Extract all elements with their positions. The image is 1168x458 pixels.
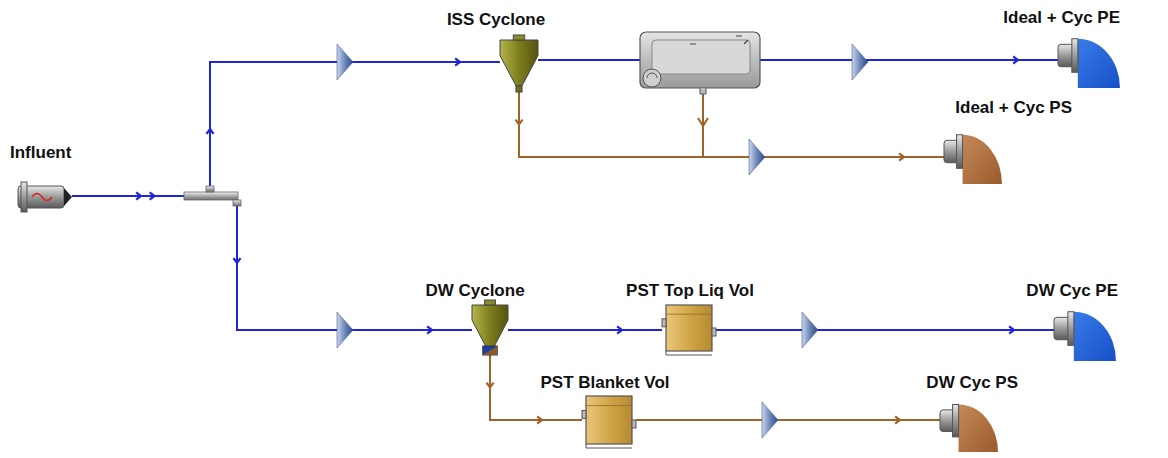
- pe-icon: [1054, 305, 1116, 361]
- unit-label: Influent: [10, 143, 71, 163]
- feed-icon: [18, 182, 72, 212]
- flow-line: [72, 196, 472, 330]
- flow-chevron: [895, 416, 900, 423]
- ps-icon: [940, 398, 998, 452]
- flow-chevron: [1013, 56, 1018, 63]
- cycdw-icon: [472, 305, 508, 355]
- unit-label: Ideal + Cyc PS: [955, 98, 1072, 118]
- flow-line: [716, 329, 1054, 331]
- pipe-tee-stub: [206, 186, 214, 192]
- flow-chevron: [233, 258, 240, 263]
- ps-icon: [944, 128, 1002, 184]
- tank-unit: PST Top Liq Vol: [662, 305, 716, 351]
- effluent-outlet: DW Cyc PE: [1054, 305, 1116, 361]
- flow-line: [636, 419, 940, 421]
- pipe-tee-stub: [233, 200, 241, 206]
- flow-chevron: [698, 118, 708, 126]
- flow-chevron: [899, 153, 904, 160]
- sampler-triangle: [802, 312, 818, 348]
- flow-chevron: [455, 58, 460, 65]
- cyc-icon: [500, 40, 538, 92]
- unit-label: Ideal + Cyc PE: [1003, 8, 1120, 28]
- sludge-outlet: DW Cyc PS: [940, 398, 998, 452]
- flow-chevron: [486, 383, 493, 388]
- flow-line: [72, 62, 500, 196]
- flow-chevron: [427, 326, 432, 333]
- flow-chevron: [1009, 326, 1014, 333]
- tank-unit: PST Blanket Vol: [582, 396, 636, 444]
- sampler-triangle: [852, 44, 868, 80]
- sampler-triangle: [749, 139, 765, 175]
- sampler-triangle: [337, 44, 353, 80]
- effluent-outlet: Ideal + Cyc PE: [1058, 32, 1120, 88]
- ideal-clarifier: [640, 32, 760, 94]
- tank-icon: [662, 305, 716, 351]
- sampler-triangle: [337, 312, 353, 348]
- tank-icon: [582, 396, 636, 444]
- sampler-triangle: [762, 402, 778, 438]
- unit-label: DW Cyclone: [425, 281, 524, 301]
- pipe-tee: [184, 192, 238, 200]
- flow-chevron: [136, 192, 141, 199]
- unit-label: PST Blanket Vol: [540, 373, 669, 393]
- pe-icon: [1058, 32, 1120, 88]
- unit-label: ISS Cyclone: [447, 10, 545, 30]
- unit-label: DW Cyc PS: [926, 373, 1018, 393]
- unit-label: PST Top Liq Vol: [626, 281, 754, 301]
- cyclone-unit: ISS Cyclone: [500, 40, 538, 92]
- influent-feeder: Influent: [18, 182, 72, 212]
- flow-chevron: [537, 416, 542, 423]
- flow-chevron: [617, 326, 622, 333]
- sludge-outlet: Ideal + Cyc PS: [944, 128, 1002, 184]
- flow-line: [538, 59, 1058, 61]
- flow-line: [519, 92, 944, 157]
- cyclone-unit: DW Cyclone: [472, 305, 508, 355]
- flow-line: [508, 329, 662, 331]
- flow-chevron: [150, 192, 155, 199]
- unit-label: DW Cyc PE: [1026, 281, 1118, 301]
- flow-chevron: [515, 120, 522, 125]
- flow-chevron: [206, 129, 213, 134]
